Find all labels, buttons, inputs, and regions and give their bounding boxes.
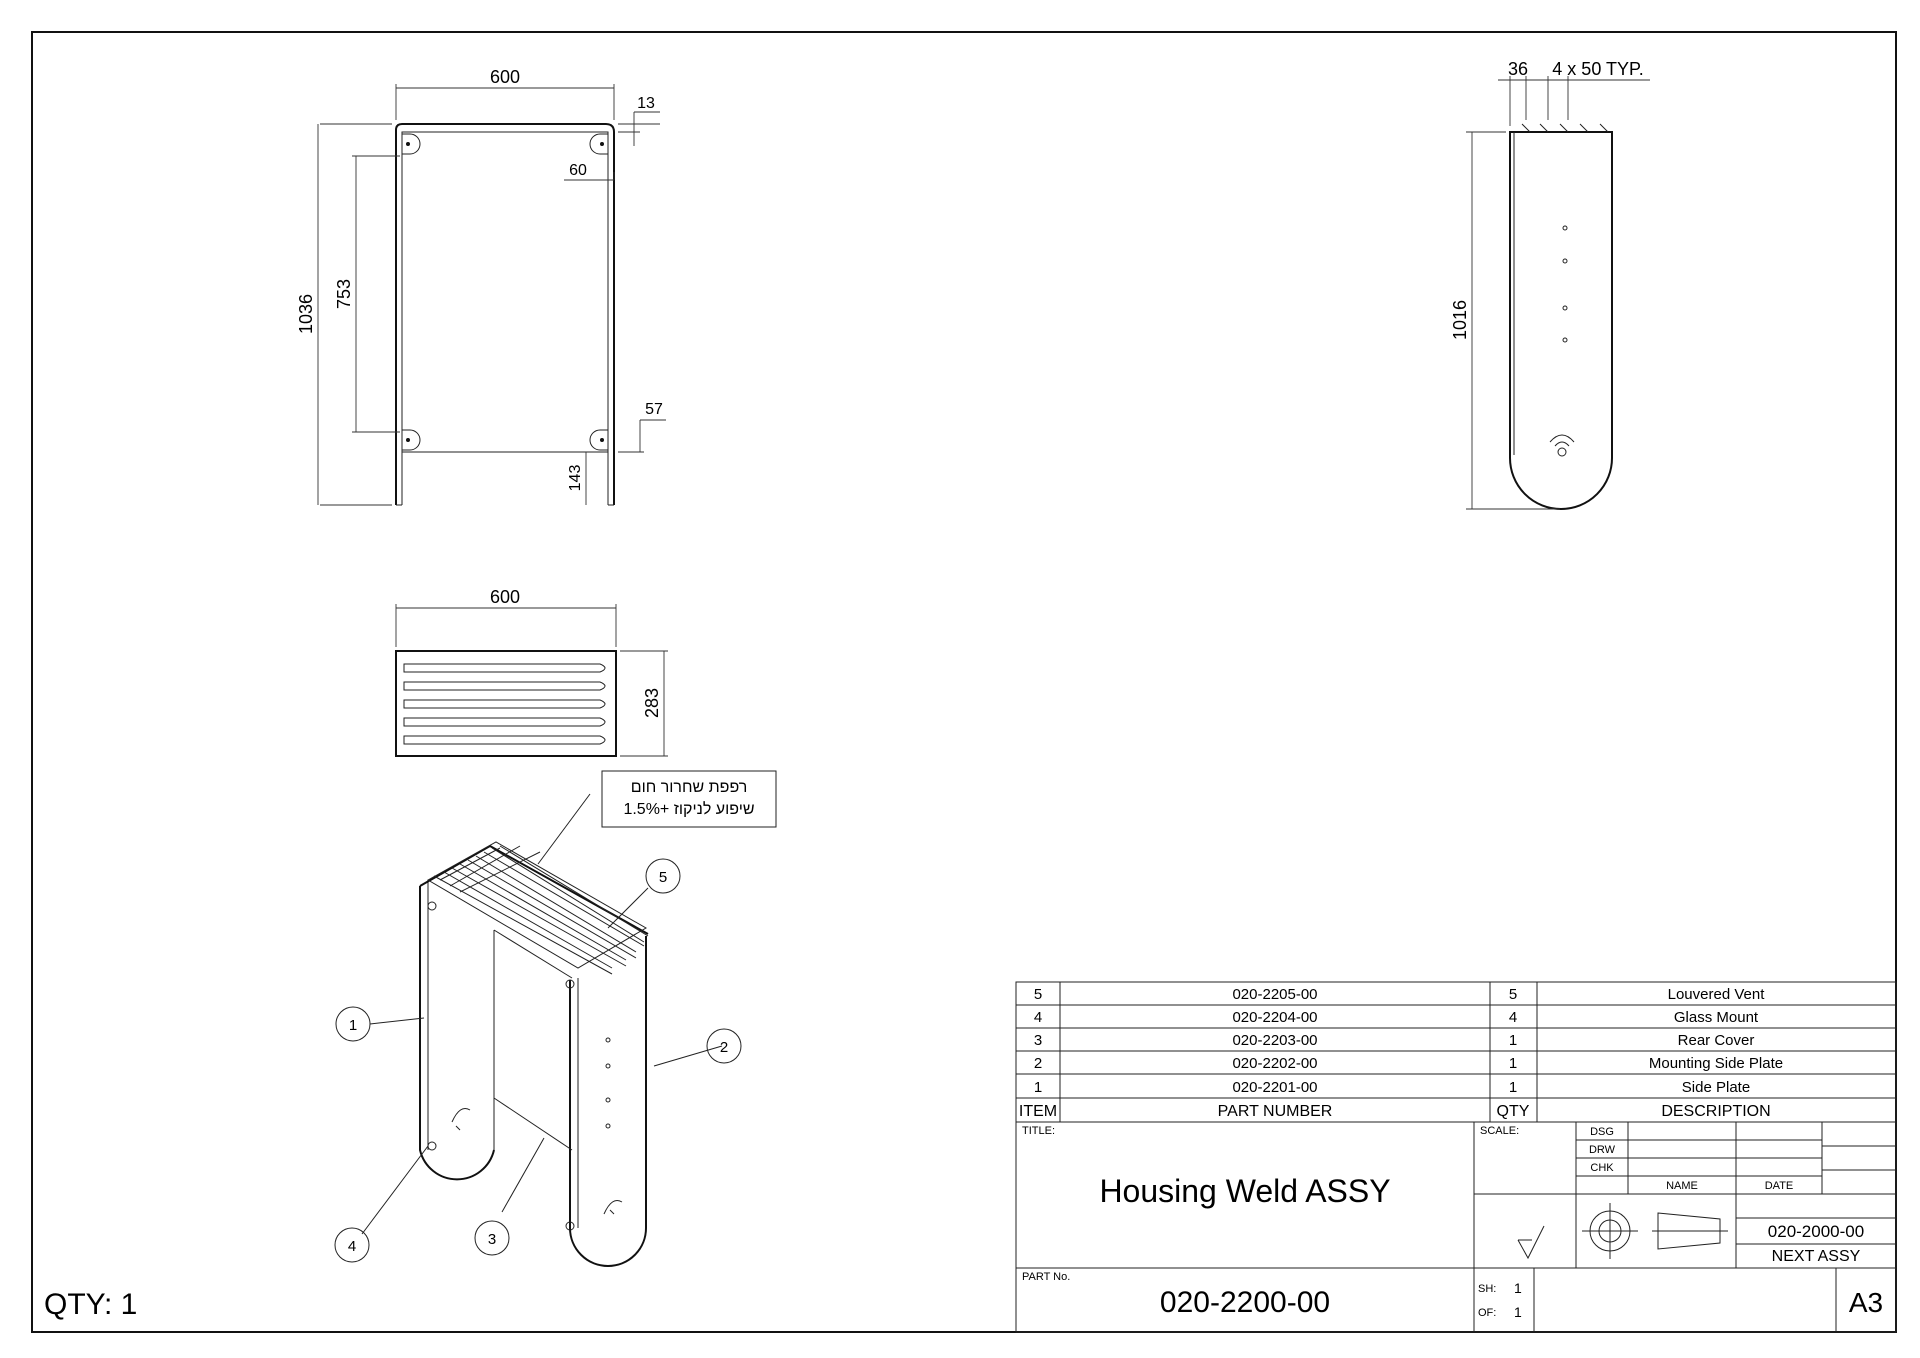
bom-qty: 5 (1509, 986, 1517, 1003)
part-number: 020-2200-00 (1160, 1286, 1330, 1319)
bom-part: 020-2203-00 (1232, 1032, 1317, 1049)
dim-front-height: 1036 (296, 294, 316, 334)
sheet-label: SH: (1478, 1283, 1496, 1295)
bom-header-desc: DESCRIPTION (1661, 1103, 1770, 1120)
note-leader (537, 793, 591, 865)
bom-item: 4 (1034, 1009, 1042, 1026)
approval-drw: DRW (1589, 1144, 1616, 1156)
next-assy-number: 020-2000-00 (1768, 1222, 1864, 1241)
bom-qty: 4 (1509, 1009, 1517, 1026)
dim-side-height: 1016 (1450, 300, 1470, 340)
bom-row-2: 2 020-2202-00 1 Mounting Side Plate (1034, 1055, 1783, 1072)
bom-part: 020-2202-00 (1232, 1055, 1317, 1072)
bom-desc: Rear Cover (1678, 1032, 1755, 1049)
front-view-dimensions (317, 84, 666, 506)
bom-header-qty: QTY (1497, 1103, 1530, 1120)
balloon-3: 3 (488, 1231, 496, 1248)
bom-item: 5 (1034, 986, 1042, 1003)
note-box (601, 770, 777, 828)
dim-front-top-offset: 13 (637, 95, 655, 112)
balloon-5: 5 (659, 869, 667, 886)
note-line-1: רפפת שחרור חום (631, 779, 748, 796)
of-label: OF: (1478, 1307, 1496, 1319)
bom-row-4: 4 020-2204-00 4 Glass Mount (1034, 1009, 1759, 1026)
bom-item: 2 (1034, 1055, 1042, 1072)
bom-header-row: ITEM PART NUMBER QTY DESCRIPTION (1019, 1103, 1771, 1120)
bom-row-1: 1 020-2201-00 1 Side Plate (1034, 1079, 1750, 1096)
dim-side-slot-pitch: 4 x 50 TYP. (1552, 59, 1643, 79)
isometric-view (419, 841, 649, 1267)
bom-part: 020-2205-00 (1232, 986, 1317, 1003)
of-number: 1 (1514, 1304, 1522, 1320)
approval-date: DATE (1765, 1180, 1794, 1192)
bom-table-lines (1015, 981, 1897, 1123)
bom-item: 1 (1034, 1079, 1042, 1096)
bom-qty: 1 (1509, 1032, 1517, 1049)
bom-desc: Glass Mount (1674, 1009, 1759, 1026)
scale-label: SCALE: (1480, 1125, 1519, 1137)
sheet-border (31, 31, 1897, 1333)
sheet-number: 1 (1514, 1280, 1522, 1296)
approval-chk: CHK (1590, 1162, 1614, 1174)
bom-item: 3 (1034, 1032, 1042, 1049)
bom-part: 020-2201-00 (1232, 1079, 1317, 1096)
bom-qty: 1 (1509, 1079, 1517, 1096)
dim-top-depth: 283 (642, 688, 662, 718)
dim-top-width: 600 (490, 587, 520, 607)
bom-qty: 1 (1509, 1055, 1517, 1072)
bom-part: 020-2204-00 (1232, 1009, 1317, 1026)
callout-balloons (334, 858, 742, 1263)
bom-desc: Louvered Vent (1668, 986, 1766, 1003)
approval-name: NAME (1666, 1180, 1698, 1192)
balloon-2: 2 (720, 1039, 728, 1056)
note-line-2: שיפוע לניקוז +1.5% (623, 800, 754, 818)
part-no-label: PART No. (1022, 1271, 1070, 1283)
qty-label: QTY: 1 (44, 1288, 137, 1321)
dim-side-first-slot: 36 (1508, 59, 1528, 79)
bom-header-item: ITEM (1019, 1103, 1057, 1120)
front-view (395, 123, 615, 506)
top-view-dimensions (395, 604, 668, 757)
dim-front-hole-inset: 60 (569, 162, 587, 179)
bom-row-5: 5 020-2205-00 5 Louvered Vent (1034, 986, 1765, 1003)
bom-row-3: 3 020-2203-00 1 Rear Cover (1034, 1032, 1755, 1049)
bom-desc: Side Plate (1682, 1079, 1750, 1096)
balloon-4: 4 (348, 1238, 356, 1255)
third-angle-projection-icon (1582, 1203, 1728, 1259)
sheet-size: A3 (1849, 1287, 1883, 1318)
balloon-1: 1 (349, 1017, 357, 1034)
approval-dsg: DSG (1590, 1126, 1614, 1138)
next-assy-label: NEXT ASSY (1772, 1248, 1861, 1265)
dim-front-width: 600 (490, 67, 520, 87)
side-view-dimensions (1466, 76, 1650, 510)
dim-front-hole-span: 753 (334, 279, 354, 309)
dim-front-leg: 143 (567, 465, 584, 492)
drawing-title: Housing Weld ASSY (1099, 1173, 1390, 1209)
surface-finish-icon (1517, 1225, 1545, 1260)
side-view (1509, 123, 1613, 510)
title-block-lines (1015, 1121, 1897, 1333)
top-view (395, 650, 617, 757)
dim-front-bottom-offset: 57 (645, 401, 663, 418)
title-label: TITLE: (1022, 1125, 1055, 1137)
bom-header-part: PART NUMBER (1218, 1103, 1333, 1120)
bom-desc: Mounting Side Plate (1649, 1055, 1783, 1072)
